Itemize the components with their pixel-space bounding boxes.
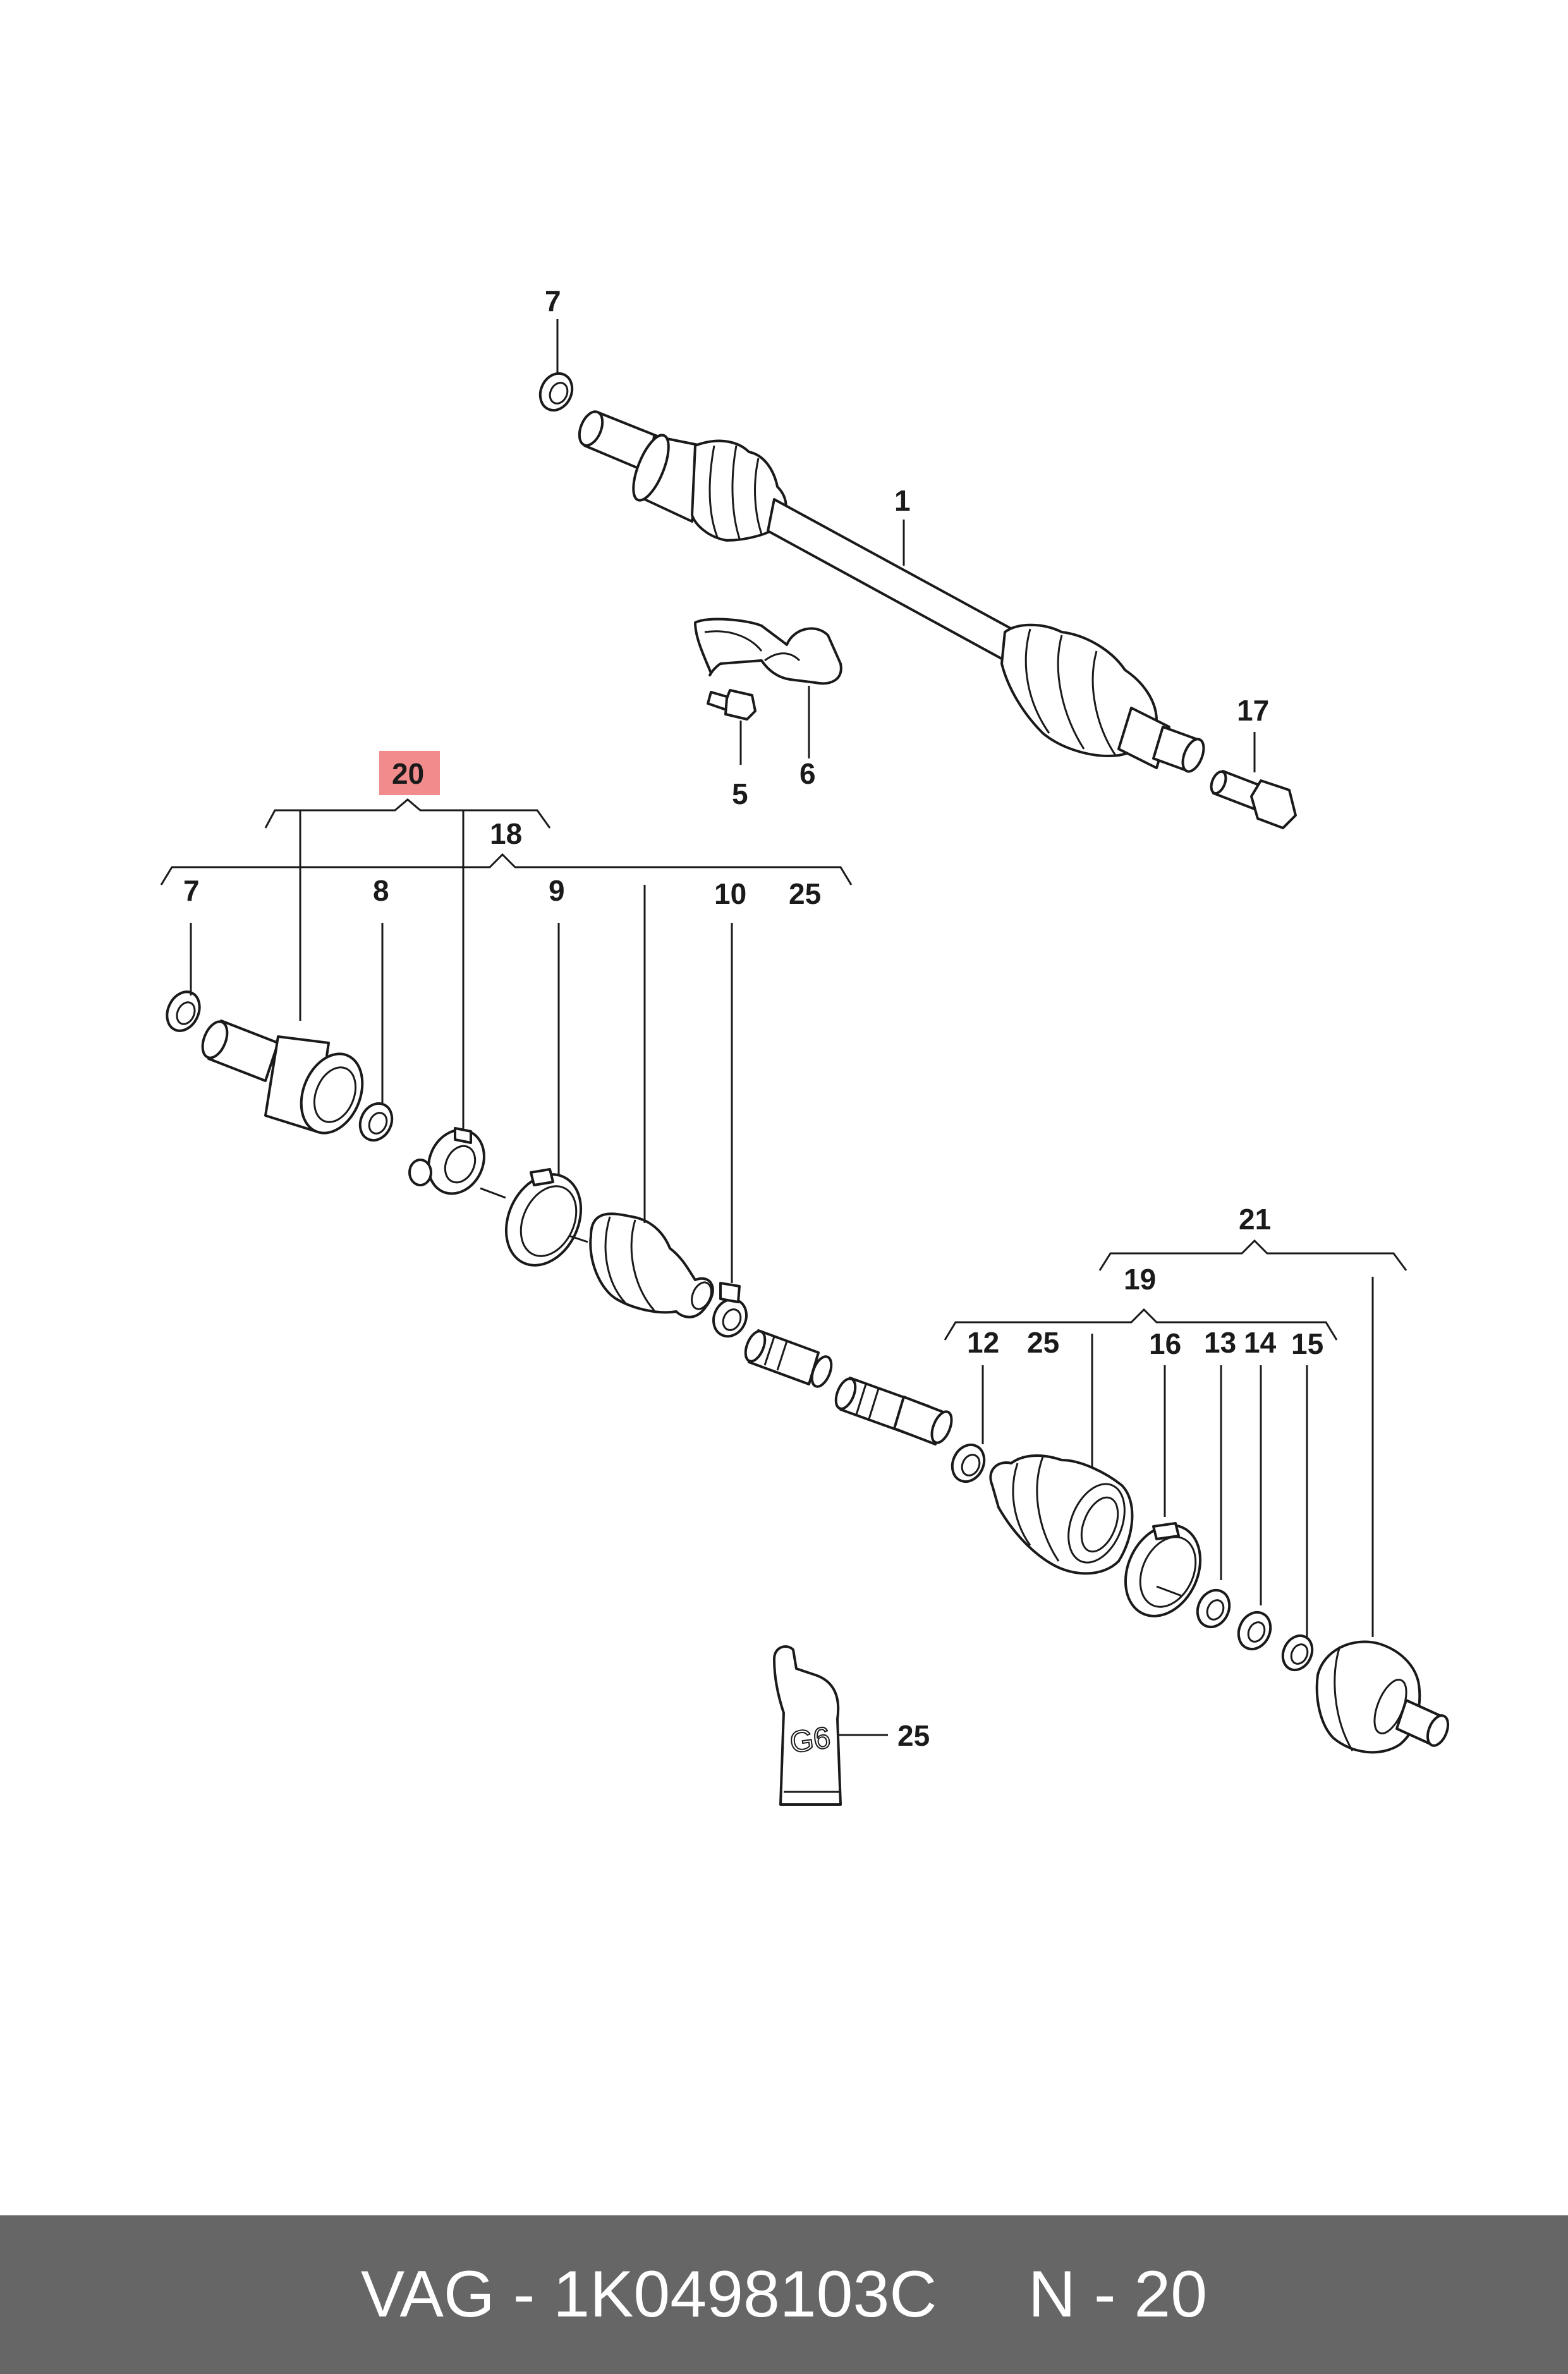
grease-tube-label: G6 <box>787 1721 832 1760</box>
top-bracket-part <box>694 618 842 685</box>
footer-part-number: VAG - 1K0498103C N - 20 <box>360 2258 1208 2331</box>
footer-bar: VAG - 1K0498103C N - 20 <box>0 2215 1568 2374</box>
callout-7: 7 <box>183 874 200 907</box>
clamp-9-part <box>504 1168 583 1267</box>
top-outer-boot <box>1000 623 1158 757</box>
callout-10: 10 <box>714 877 746 910</box>
callout-18: 18 <box>490 817 522 850</box>
highlight-box-20 <box>379 751 440 795</box>
top-inner-spline <box>578 410 659 472</box>
exploded-shaft-assembly: 20 18 7 8 <box>160 751 953 1446</box>
callout-8: 8 <box>373 874 389 907</box>
callout-16: 16 <box>1149 1327 1181 1360</box>
clamp-10-part <box>712 1282 748 1338</box>
ring-13-part <box>1196 1588 1231 1629</box>
callout-25-tube: 25 <box>897 1719 930 1752</box>
ring-8-part <box>358 1102 394 1142</box>
callout-14: 14 <box>1244 1326 1277 1359</box>
shaft-segment-2 <box>834 1377 953 1446</box>
top-circlip-part <box>538 372 574 412</box>
joint-cage-part <box>408 1127 485 1195</box>
callout-1: 1 <box>894 484 911 517</box>
callout-20: 20 <box>392 757 424 790</box>
callout-12: 12 <box>967 1326 999 1359</box>
circlip-15-part <box>1281 1634 1314 1672</box>
exploded-outer-joint: 21 19 12 25 16 13 14 15 <box>944 1203 1450 1754</box>
top-bolt-part <box>1210 770 1297 829</box>
top-screw-part <box>707 689 757 721</box>
circlip-7-part <box>166 990 201 1032</box>
callout-19: 19 <box>1124 1263 1156 1296</box>
callout-5: 5 <box>732 777 748 810</box>
clamp-12-part <box>951 1443 986 1483</box>
callout-25-top: 25 <box>789 877 821 910</box>
callout-21: 21 <box>1239 1203 1271 1236</box>
inner-joint-housing <box>201 1020 364 1135</box>
callout-9: 9 <box>549 874 565 907</box>
callout-6: 6 <box>799 757 816 790</box>
outer-joint-part <box>1315 1640 1450 1754</box>
complete-drive-shaft: 7 1 17 5 6 <box>538 284 1297 829</box>
shaft-segment-1 <box>744 1329 833 1388</box>
outer-boot-part <box>989 1454 1134 1575</box>
top-inner-joint <box>632 434 703 523</box>
callout-7-top: 7 <box>545 284 561 317</box>
callout-25-mid: 25 <box>1027 1326 1059 1359</box>
top-outer-joint <box>1117 707 1205 773</box>
grease-tube-part: G6 <box>773 1645 888 1806</box>
clamp-16-part <box>1124 1522 1202 1617</box>
ring-14-part <box>1237 1610 1272 1651</box>
exploded-parts-diagram: 7 1 17 5 6 20 18 7 <box>160 284 1450 1806</box>
inner-boot-part <box>589 1212 714 1318</box>
callout-17: 17 <box>1237 694 1269 727</box>
callout-13: 13 <box>1204 1326 1236 1359</box>
callout-15: 15 <box>1291 1327 1323 1360</box>
